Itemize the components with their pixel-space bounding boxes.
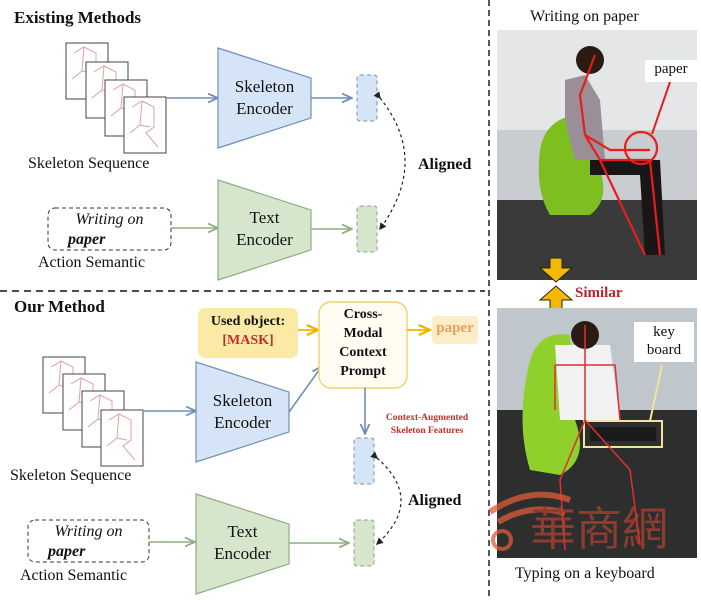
aligned-arc-top: [373, 91, 406, 231]
text-encoder-top: [217, 179, 312, 281]
encoder-word: Text: [227, 522, 258, 541]
semantic-box-bottom: [27, 519, 150, 563]
aligned-label-top: Aligned: [418, 156, 472, 173]
similar-label: Similar: [575, 285, 623, 301]
existing-methods-title: Existing Methods: [14, 8, 142, 27]
encoder-word: Encoder: [214, 544, 271, 563]
used-object-line1: Used object:: [210, 314, 286, 329]
top-photo-caption: Writing on paper: [530, 8, 639, 25]
prompt-word: Cross-: [343, 307, 383, 322]
encoder-word: Skeleton: [212, 391, 273, 410]
prompt-word: Prompt: [340, 364, 386, 379]
encoder-word: Skeleton: [234, 77, 295, 96]
cross-modal-context-prompt-box: [318, 301, 408, 389]
semantic-line2: paper: [68, 231, 106, 248]
skeleton-encoder-top: [217, 47, 312, 149]
photo-writing-on-paper: [497, 30, 697, 280]
text-feature-bottom: [353, 519, 375, 567]
prompt-word: Modal: [343, 326, 383, 341]
used-object-text: Used object: [MASK]: [198, 312, 298, 350]
features-line1: Context-Augmented: [385, 413, 469, 423]
context-augmented-feature: [353, 437, 375, 485]
keyboard-tag-line1: key: [653, 324, 675, 340]
action-semantic-label-bottom: Action Semantic: [20, 567, 128, 584]
skeleton-sequence-frames-bottom: [42, 356, 144, 467]
semantic-line1: Writing on: [54, 523, 123, 540]
semantic-line1: Writing on: [75, 211, 144, 228]
skeleton-feature-top: [356, 74, 378, 122]
predicted-object-text: paper: [436, 320, 474, 336]
encoder-word: Encoder: [236, 99, 293, 118]
action-semantic-text-bottom: Writing on paper: [30, 522, 147, 562]
semantic-line2: paper: [48, 543, 86, 560]
text-encoder-bottom-label: Text Encoder: [196, 521, 289, 565]
text-encoder-top-label: Text Encoder: [218, 207, 311, 251]
skeleton-sequence-label-bottom: Skeleton Sequence: [10, 467, 132, 484]
prompt-word: Context: [339, 345, 387, 360]
similar-arrow-icon: [538, 257, 574, 283]
encoder-word: Text: [249, 208, 280, 227]
action-semantic-label-top: Action Semantic: [38, 254, 146, 271]
text-encoder-bottom: [195, 493, 290, 595]
semantic-box-top: [47, 207, 172, 251]
skeleton-sequence-label-top: Skeleton Sequence: [28, 155, 150, 172]
features-line2: Skeleton Features: [390, 426, 464, 436]
skeleton-encoder-bottom-label: Skeleton Encoder: [196, 390, 289, 434]
keyboard-tag: key board: [634, 323, 694, 359]
bottom-photo-caption: Typing on a keyboard: [515, 565, 655, 582]
action-semantic-text-top: Writing on paper: [50, 210, 169, 250]
svg-text:華商網: 華商網: [530, 502, 668, 556]
watermark-logo: 華商網: [488, 491, 668, 556]
paper-tag: paper: [654, 61, 688, 77]
used-object-box: [198, 308, 298, 358]
skeleton-sequence-frames-top: [65, 42, 167, 154]
text-feature-top: [356, 205, 378, 253]
our-method-title: Our Method: [14, 297, 105, 316]
aligned-label-bottom: Aligned: [408, 492, 462, 509]
encoder-word: Encoder: [236, 230, 293, 249]
photo-typing-on-keyboard: [497, 308, 697, 558]
cross-modal-context-prompt-text: Cross- Modal Context Prompt: [319, 305, 407, 381]
context-augmented-label: Context-Augmented Skeleton Features: [372, 412, 482, 438]
output-object-box: [432, 316, 478, 344]
mask-token: [MASK]: [222, 333, 274, 348]
keyboard-tag-line2: board: [646, 342, 682, 358]
skeleton-encoder-top-label: Skeleton Encoder: [218, 76, 311, 120]
encoder-word: Encoder: [214, 413, 271, 432]
aligned-arc-bottom: [370, 451, 402, 545]
skeleton-encoder-bottom: [195, 361, 290, 463]
